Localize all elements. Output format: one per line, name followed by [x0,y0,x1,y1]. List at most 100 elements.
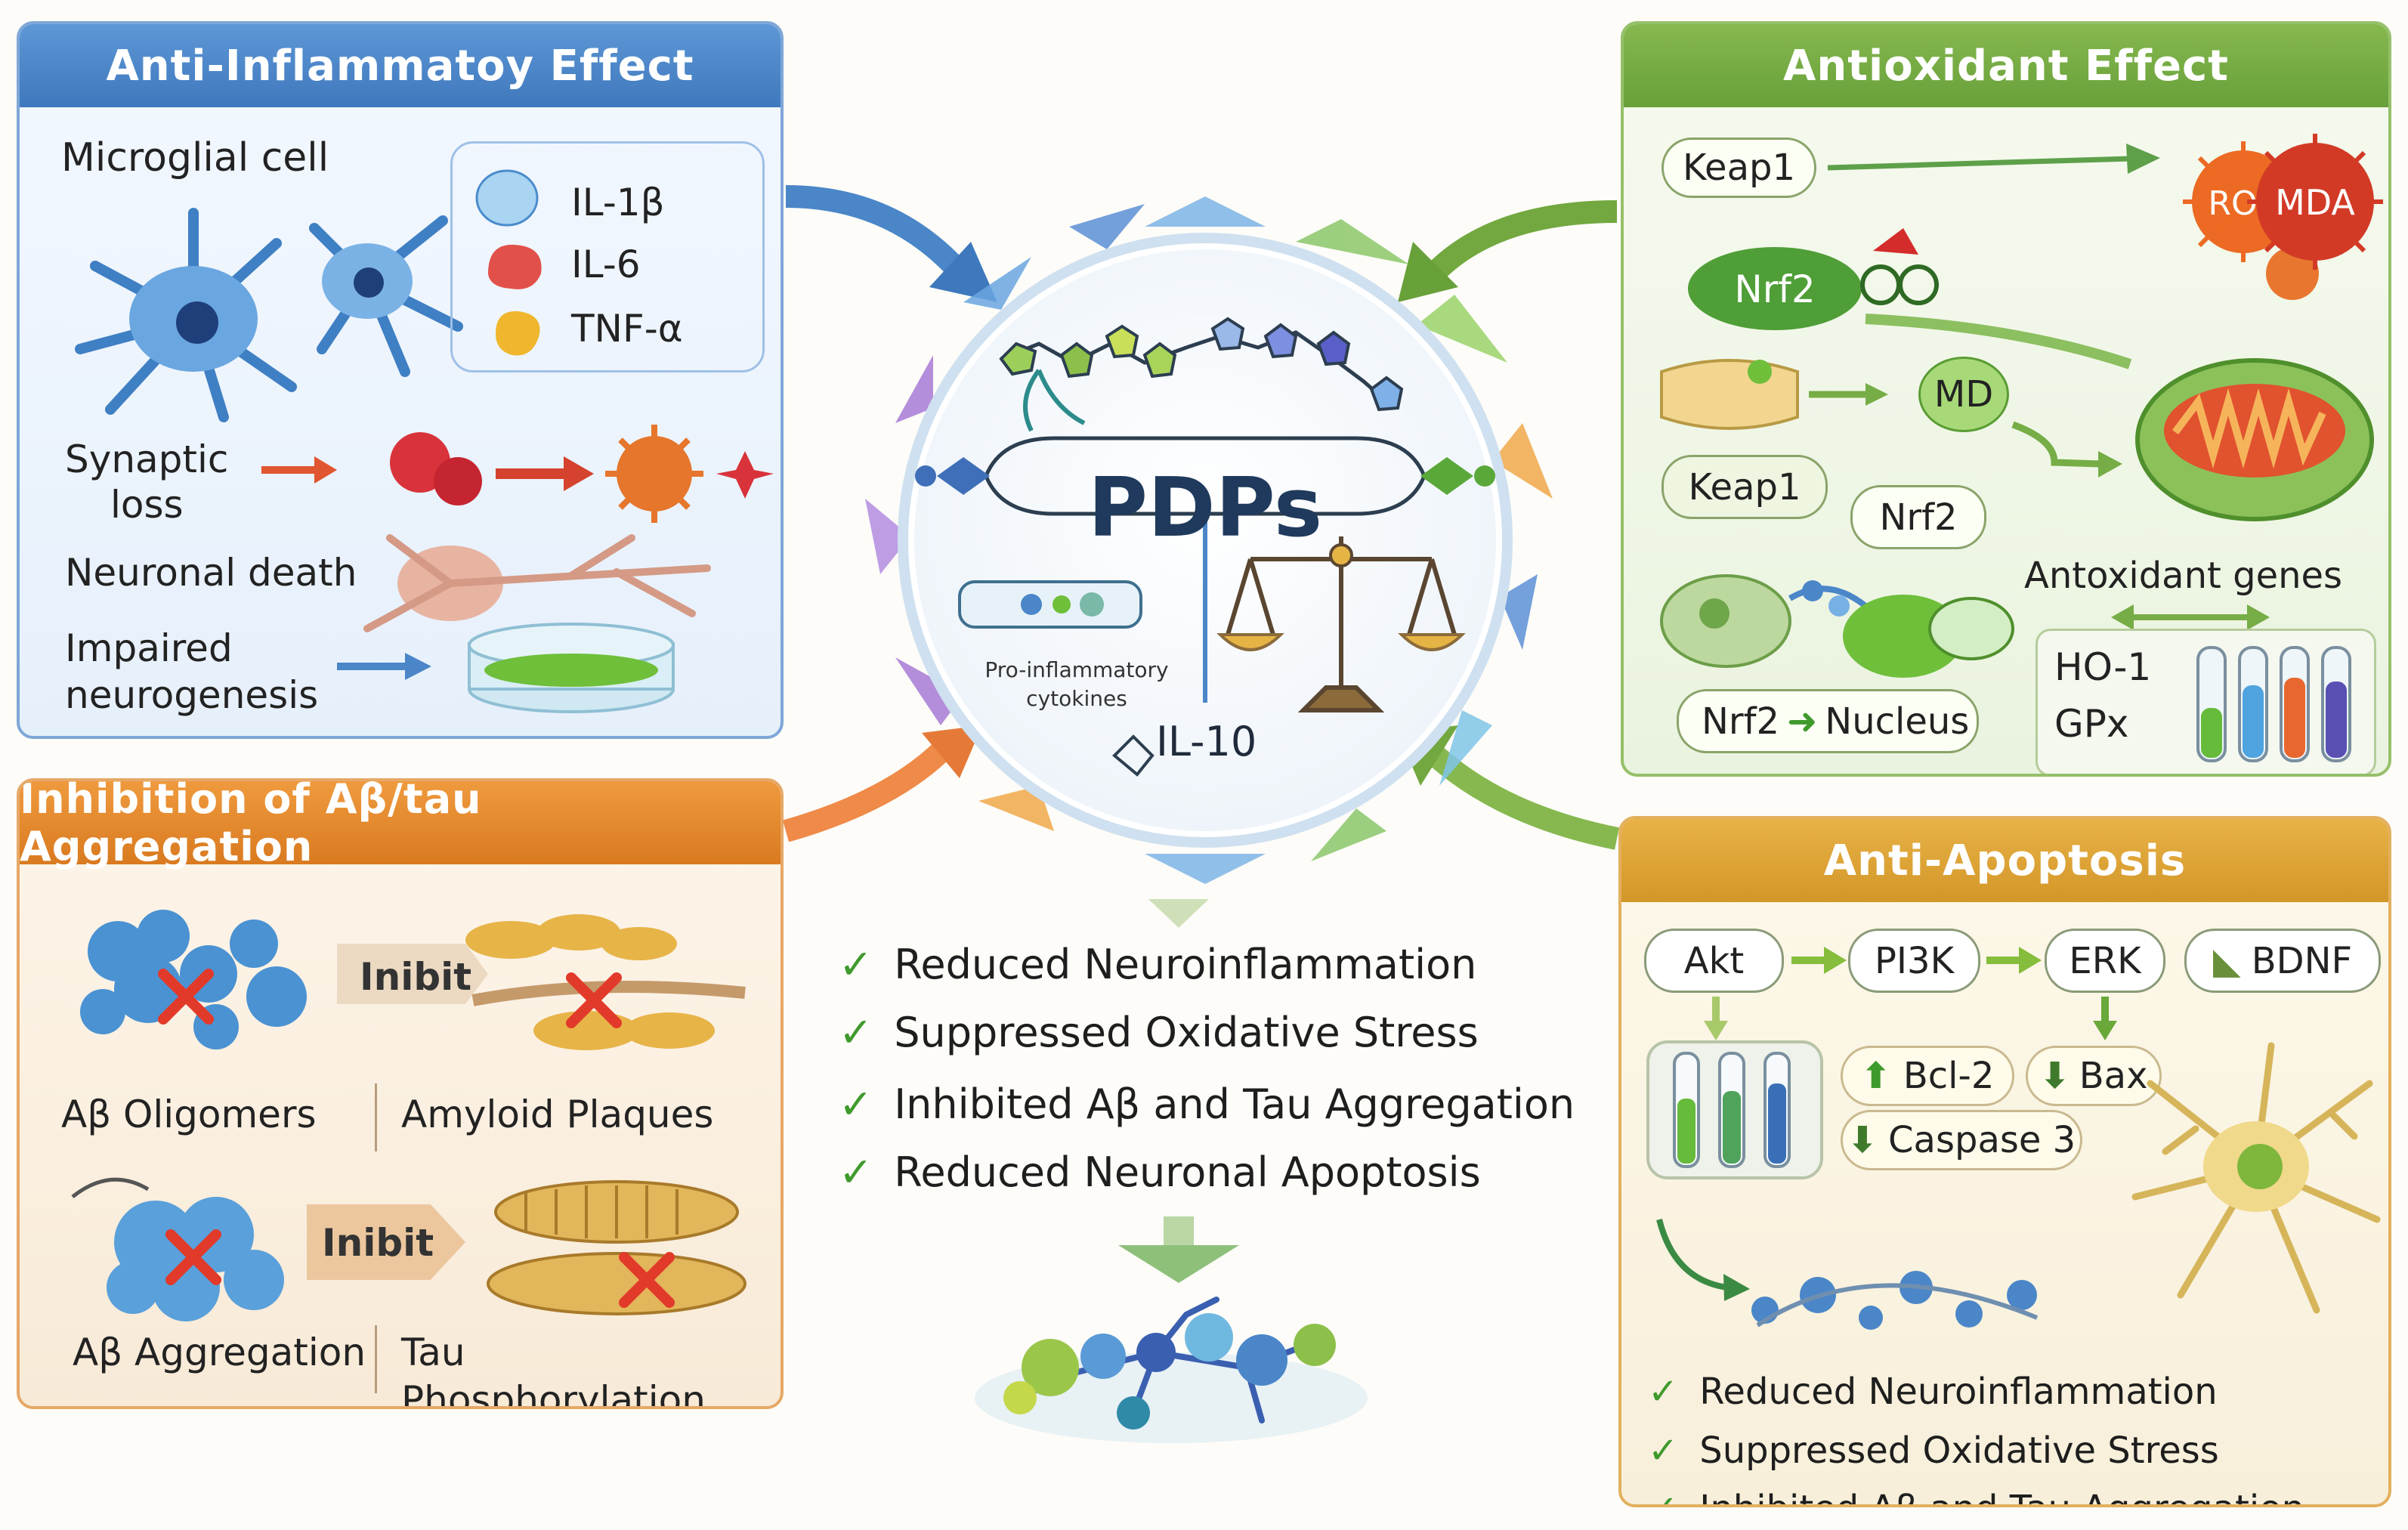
outcome-2-text: Suppressed Oxidative Stress [894,1009,1479,1056]
microglial-cell-label: Microglial cell [61,135,329,181]
divider-top [375,1083,377,1151]
akt-to-pi3k-arrow [1791,947,1847,974]
test-tubes-icon [2196,646,2351,762]
synaptic-loss-label-1: Synaptic [65,437,229,481]
bdnf-label: BDNF [2251,939,2353,982]
cytoplasm-icon [1660,359,1799,430]
check-icon: ✓ [839,941,873,988]
ab-aggregation-icon [71,1177,284,1321]
divider-bottom [375,1325,377,1393]
tnf-alpha-icon [496,311,540,356]
apoptosis-outcome-3-text: Inhibited Aβ and Tau Aggregation [1699,1488,2304,1504]
keap1-to-ros-arrow [1827,144,2160,174]
nrf2-nucleus-pill: Nrf2 ➜ Nucleus [1677,689,1979,753]
outcome-1-text: Reduced Neuroinflammation [894,941,1477,988]
check-icon: ✓ [839,1148,873,1196]
bax-down-arrow-icon: ⬇ [2039,1055,2070,1097]
outcome-4: ✓ Reduced Neuronal Apoptosis [839,1148,1481,1196]
pi3k-to-erk-arrow [1986,947,2042,974]
cytokine-box [450,141,765,372]
tau-phosphorylation-label: Tau Phosphorylation [401,1331,706,1409]
arrow-from-apoptosis [1428,746,1619,850]
ho1-label: HO-1 [2054,645,2152,689]
check-icon: ✓ [1648,1488,1678,1504]
il10-label: IL-10 [1156,718,1257,765]
bdnf-pill: ◣ BDNF [2184,929,2381,993]
md-to-mito-arrow [2011,421,2122,478]
apoptosis-outcome-1: ✓ Reduced Neuroinflammation [1648,1371,2218,1413]
outcome-4-text: Reduced Neuronal Apoptosis [894,1148,1481,1196]
erk-down-arrow [2093,997,2117,1040]
nucleus-icon [1660,574,2014,678]
bcl2-label: Bcl-2 [1903,1055,1995,1097]
arrow-to-md [1809,383,1888,406]
arrow-from-anti-inflammatory [785,185,969,280]
inibit-label-2: Inibit [322,1221,434,1265]
keap1-mid-pill: Keap1 [1661,455,1828,519]
neuronal-death-label: Neuronal death [65,551,357,595]
pdps-title: PDPs [1087,461,1323,555]
ab-oligomers-label: Aβ Oligomers [61,1093,317,1136]
akt-down-arrow [1704,997,1728,1040]
synaptic-loss-label-2: loss [110,483,184,527]
bax-pill: ⬇ Bax [2026,1046,2162,1106]
nrf2-mid-pill: Nrf2 [1850,485,1986,549]
caspase3-pill: ⬇ Caspase 3 [1841,1110,2082,1170]
anti-inflammatory-panel: Anti-Inflammatoy Effect Microglial cell … [17,21,784,739]
check-icon: ✓ [839,1009,873,1056]
synaptic-loss-icon [261,425,774,523]
check-icon: ✓ [1648,1371,1679,1413]
pro-inflammatory-label: Pro-inflammatory [985,657,1169,682]
erk-pill: ERK [2045,929,2165,993]
bax-label: Bax [2079,1055,2148,1097]
caspase-down-arrow-icon: ⬇ [1847,1119,1878,1161]
bcl2-pill: ⬆ Bcl-2 [1841,1046,2014,1106]
bottom-down-arrow [1118,1216,1239,1283]
il6-label: IL-6 [571,243,641,286]
caspase3-label: Caspase 3 [1888,1119,2076,1161]
neuron-death-icon [363,534,711,632]
genes-to-tubes-arrow [2111,604,2270,630]
center-hub-petals [865,196,1553,884]
arrow-from-antioxidant [1427,200,1618,280]
il1b-icon [475,169,539,227]
neural-debris-icon [1656,1219,2039,1330]
nrf2-nucleus-nrf2: Nrf2 [1702,700,1780,743]
il1b-label: IL-1β [571,181,665,224]
impaired-label-1: Impaired [65,626,233,670]
outcome-3: ✓ Inhibited Aβ and Tau Aggregation [839,1080,1575,1128]
pi3k-pill: PI3K [1848,929,1980,993]
up-arrow-icon: ⬆ [1860,1055,1891,1097]
inibit-arrow-1 [337,944,488,1004]
antioxidant-header: Antioxidant Effect [1624,24,2388,107]
anti-apoptosis-header: Anti-Apoptosis [1621,819,2388,902]
outcome-1: ✓ Reduced Neuroinflammation [839,941,1476,988]
petri-dish-icon [337,623,675,713]
antioxidant-panel: Antioxidant Effect Keap1 ROS MDA Nrf2 MD… [1621,21,2391,777]
amyloid-plaques-label: Amyloid Plaques [401,1093,714,1136]
anti-apoptosis-panel: Anti-Apoptosis Akt PI3K ERK ◣ BDNF ⬆ Bcl… [1618,816,2391,1507]
mda-icon: MDA [2247,134,2383,270]
check-icon: ✓ [1648,1430,1679,1472]
right-arrow-icon: ➜ [1787,700,1818,743]
outcome-3-text: Inhibited Aβ and Tau Aggregation [894,1080,1575,1128]
apoptosis-tubes-icon [1646,1040,1823,1179]
mitochondria-icon [2135,358,2374,521]
anti-inflammatory-header: Anti-Inflammatoy Effect [20,24,781,107]
impaired-label-2: neurogenesis [65,673,319,717]
gpx-label: GPx [2054,702,2129,746]
akt-pill: Akt [1644,929,1784,993]
apoptosis-outcome-2-text: Suppressed Oxidative Stress [1699,1430,2219,1472]
keap1-top-pill: Keap1 [1661,138,1816,198]
ab-aggregation-label: Aβ Aggregation [73,1331,366,1374]
bdnf-leaf-icon: ◣ [2212,939,2241,982]
tnf-alpha-label: TNF-α [571,307,683,351]
nrf2-top-label: Nrf2 [1734,267,1815,311]
arrow-from-aggregation [782,740,953,842]
amyloid-plaques-icon [465,914,746,1050]
md-pill: MD [1918,357,2009,432]
apoptosis-outcome-3: ✓ Inhibited Aβ and Tau Aggregation [1648,1488,2304,1504]
healthy-neuron-icon [2131,1042,2381,1314]
aggregation-panel: Inhibition of Aβ/tau Aggregation Inibit … [17,778,784,1409]
antioxidant-genes-label: Antoxidant genes [2024,555,2343,597]
